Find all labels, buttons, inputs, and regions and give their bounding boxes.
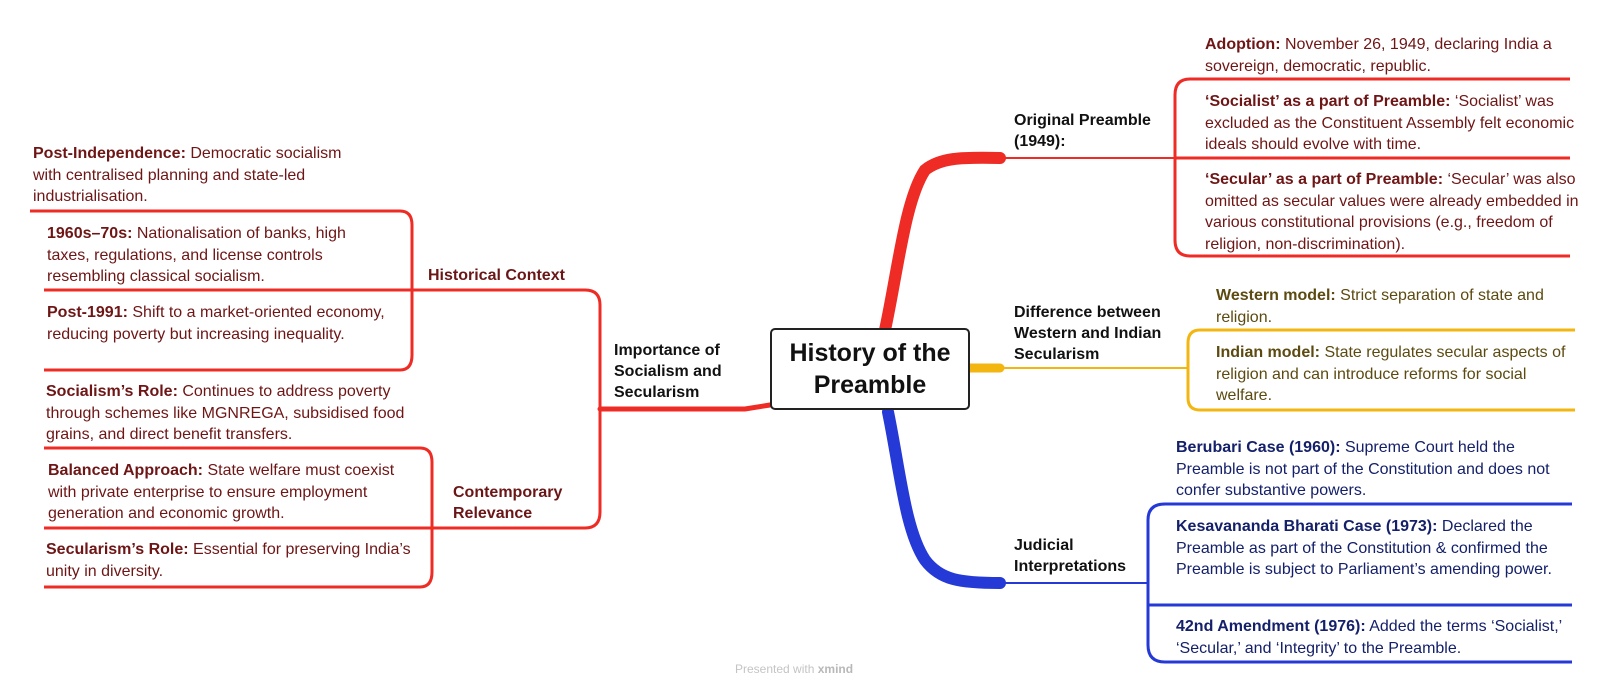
topic-secularism-difference[interactable]: Difference between Western and Indian Se… (1014, 304, 1162, 363)
leaf-1960s-70s[interactable]: 1960s–70s: Nationalisation of banks, hig… (47, 225, 346, 285)
bracket-secularism (1186, 328, 1201, 412)
leaf-indian-model[interactable]: Indian model: State regulates secular as… (1216, 344, 1566, 404)
subtopic-historical-context[interactable]: Historical Context (428, 267, 565, 284)
leaf-post-1991[interactable]: Post-1991: Shift to a market-oriented ec… (47, 304, 385, 343)
topic-original-preamble[interactable]: Original Preamble (1949): (1014, 112, 1151, 150)
xmind-brand: xmind (817, 662, 854, 676)
leaf-socialist-part[interactable]: ‘Socialist’ as a part of Preamble: ‘Soci… (1205, 93, 1575, 153)
topic-judicial-interpretations[interactable]: Judicial Interpretations (1014, 537, 1127, 575)
leaf-42nd-amendment[interactable]: 42nd Amendment (1976): Added the terms ‘… (1176, 618, 1562, 657)
bracket-importance (584, 288, 602, 530)
central-topic-title: History of the Preamble (789, 339, 951, 399)
bracket-judicial (1146, 502, 1166, 664)
central-topic[interactable]: History of the Preamble (770, 328, 970, 410)
subtopic-contemporary-relevance[interactable]: Contemporary Relevance (453, 484, 563, 522)
leaf-berubari[interactable]: Berubari Case (1960): Supreme Court held… (1176, 439, 1550, 499)
leaf-secular-part[interactable]: ‘Secular’ as a part of Preamble: ‘Secula… (1205, 171, 1579, 253)
connector-importance (597, 402, 773, 412)
bracket-original-preamble (1173, 77, 1191, 258)
connector-judicial (882, 406, 1006, 589)
leaf-secularism-role[interactable]: Secularism’s Role: Essential for preserv… (46, 541, 411, 580)
leaf-socialism-role[interactable]: Socialism’s Role: Continues to address p… (46, 383, 405, 443)
topic-importance[interactable]: Importance of Socialism and Secularism (614, 342, 722, 401)
leaf-western-model[interactable]: Western model: Strict separation of stat… (1216, 287, 1544, 326)
leaf-post-independence[interactable]: Post-Independence: Democratic socialism … (33, 145, 342, 205)
presented-with-footer: Presented with xmind (735, 662, 854, 676)
leaf-adoption[interactable]: Adoption: November 26, 1949, declaring I… (1205, 36, 1552, 75)
connector-original-preamble (879, 151, 1006, 336)
leaf-kesavananda[interactable]: Kesavananda Bharati Case (1973): Declare… (1176, 518, 1552, 578)
leaf-balanced-approach[interactable]: Balanced Approach: State welfare must co… (48, 462, 395, 522)
bracket-contemporary (419, 446, 434, 589)
